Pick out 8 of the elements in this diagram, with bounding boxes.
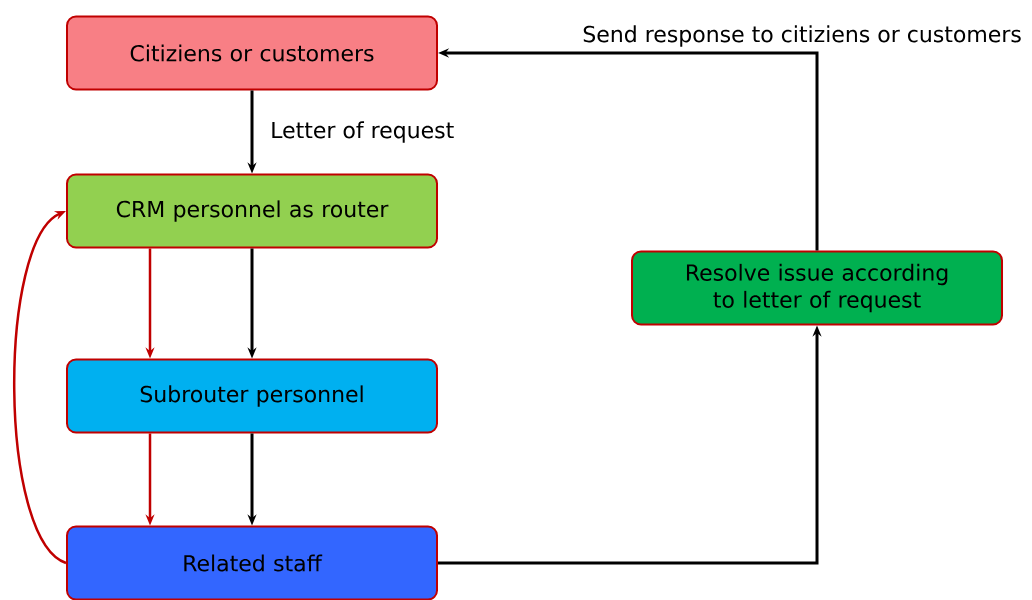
- edge-label: Send response to citiziens or customers: [580, 23, 1024, 49]
- arrow: [13, 211, 67, 565]
- process-box: Resolve issue according to letter of request: [631, 250, 1003, 326]
- process-box: CRM personnel as router: [66, 173, 438, 249]
- process-box: Citiziens or customers: [66, 15, 438, 91]
- process-box: Related staff: [66, 525, 438, 600]
- edge-label: Letter of request: [268, 119, 457, 145]
- process-box: Subrouter personnel: [66, 358, 438, 434]
